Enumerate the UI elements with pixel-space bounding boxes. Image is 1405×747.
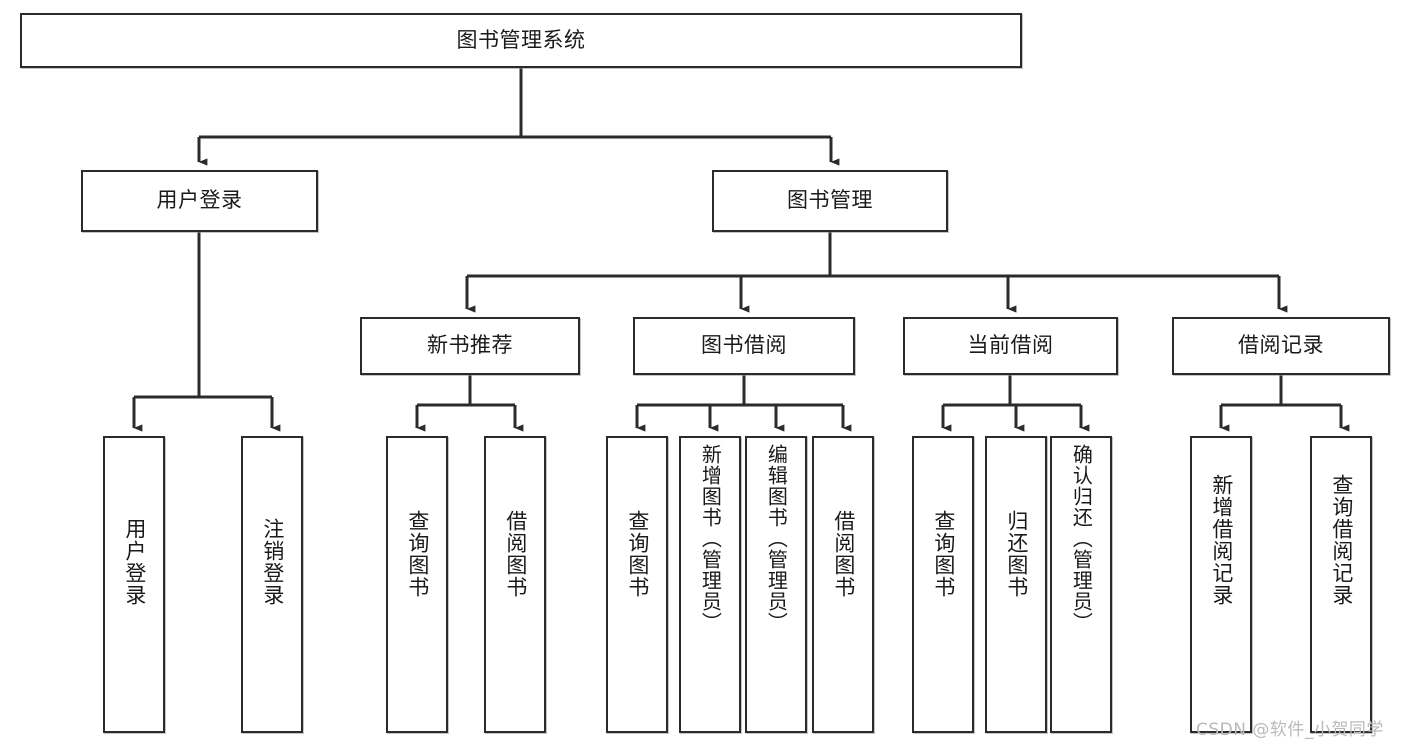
- node-current-borrow[interactable]: 当前借阅: [903, 317, 1118, 375]
- node-leaf-borrow-book-rec-label: 借阅图书: [503, 510, 528, 598]
- node-leaf-query-book-rec[interactable]: 查询图书: [386, 436, 448, 733]
- node-leaf-add-book-label: 新增图书（管理员）: [698, 444, 723, 633]
- node-leaf-edit-book-label: 编辑图书（管理员）: [764, 444, 789, 633]
- node-leaf-edit-book[interactable]: 编辑图书（管理员）: [745, 436, 807, 733]
- node-leaf-confirm-return[interactable]: 确认归还（管理员）: [1050, 436, 1112, 733]
- node-book-manage-label: 图书管理: [787, 188, 873, 213]
- node-leaf-borrow-book-rec[interactable]: 借阅图书: [484, 436, 546, 733]
- node-leaf-confirm-return-label: 确认归还（管理员）: [1069, 444, 1094, 633]
- node-leaf-query-record-label: 查询借阅记录: [1329, 474, 1354, 606]
- node-leaf-borrow-book[interactable]: 借阅图书: [812, 436, 874, 733]
- node-new-book-rec-label: 新书推荐: [427, 333, 513, 358]
- node-root-label: 图书管理系统: [456, 27, 586, 52]
- node-leaf-borrow-book-label: 借阅图书: [831, 510, 856, 598]
- node-user-login[interactable]: 用户登录: [81, 170, 318, 232]
- node-new-book-rec[interactable]: 新书推荐: [360, 317, 580, 375]
- node-leaf-user-login[interactable]: 用户登录: [103, 436, 165, 733]
- node-leaf-return-book-label: 归还图书: [1004, 510, 1029, 598]
- node-borrow-record[interactable]: 借阅记录: [1172, 317, 1390, 375]
- node-leaf-query-book-cur-label: 查询图书: [931, 510, 956, 598]
- node-leaf-logout-label: 注销登录: [260, 518, 285, 606]
- csdn-watermark: CSDN @软件_小贺同学: [1196, 720, 1384, 740]
- node-root[interactable]: 图书管理系统: [20, 13, 1022, 68]
- node-leaf-add-record[interactable]: 新增借阅记录: [1190, 436, 1252, 733]
- node-book-borrow[interactable]: 图书借阅: [633, 317, 855, 375]
- node-leaf-query-book-cur[interactable]: 查询图书: [912, 436, 974, 733]
- node-borrow-record-label: 借阅记录: [1238, 333, 1324, 358]
- node-user-login-label: 用户登录: [156, 188, 243, 213]
- node-leaf-user-login-label: 用户登录: [122, 518, 147, 606]
- node-book-manage[interactable]: 图书管理: [712, 170, 948, 232]
- node-leaf-query-record[interactable]: 查询借阅记录: [1310, 436, 1372, 733]
- node-leaf-add-book[interactable]: 新增图书（管理员）: [679, 436, 741, 733]
- node-leaf-add-record-label: 新增借阅记录: [1209, 474, 1234, 606]
- node-leaf-query-book-borrow-label: 查询图书: [625, 510, 650, 598]
- node-current-borrow-label: 当前借阅: [967, 333, 1054, 358]
- node-leaf-query-book-rec-label: 查询图书: [405, 510, 430, 598]
- node-leaf-return-book[interactable]: 归还图书: [985, 436, 1047, 733]
- node-book-borrow-label: 图书借阅: [701, 333, 787, 358]
- node-leaf-logout[interactable]: 注销登录: [241, 436, 303, 733]
- node-leaf-query-book-borrow[interactable]: 查询图书: [606, 436, 668, 733]
